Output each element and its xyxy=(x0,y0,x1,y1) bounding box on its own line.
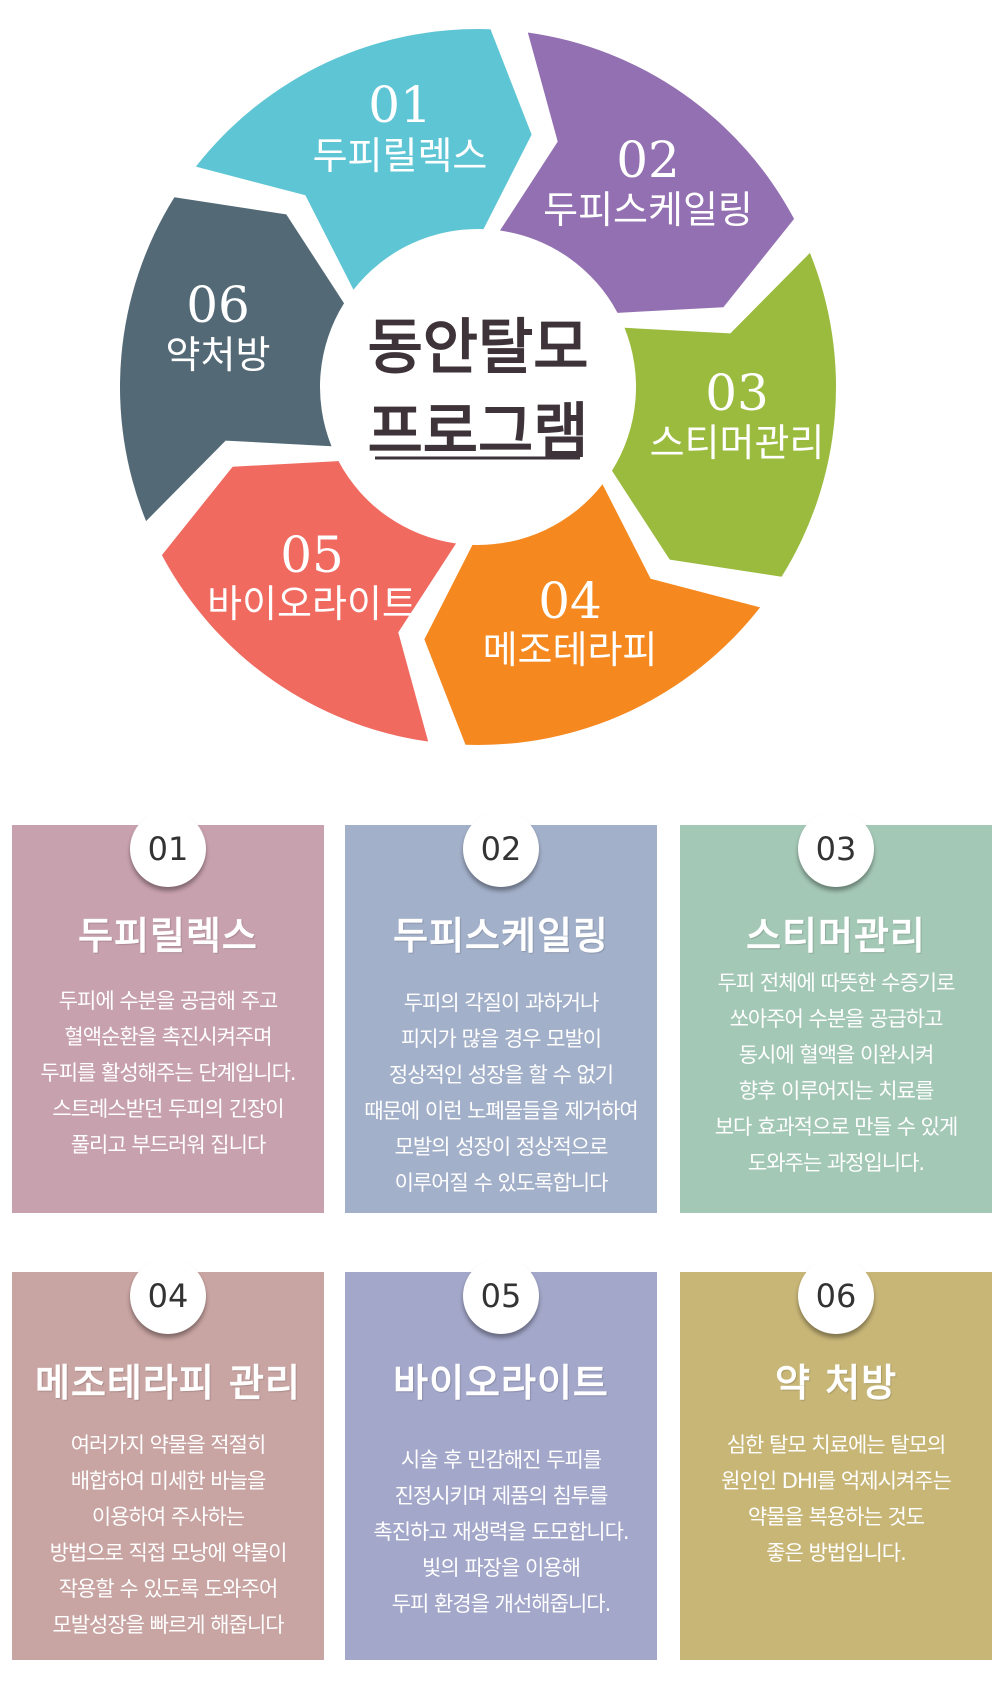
wheel-segment-label: 두피스케일링 xyxy=(543,188,753,232)
center-title-line2: 프로그램 xyxy=(368,397,589,467)
card-description-line: 배합하여 미세한 바늘을 xyxy=(70,1469,267,1493)
card-description-line: 약물을 복용하는 것도 xyxy=(747,1505,925,1529)
card-description-line: 빛의 파장을 이용해 xyxy=(422,1556,581,1580)
card-number-badge: 04 xyxy=(130,1258,206,1334)
card-description-line: 이용하여 주사하는 xyxy=(91,1505,245,1529)
card-description-line: 두피의 각질이 과하거나 xyxy=(403,991,600,1015)
card-description-line: 풀리고 부드러워 집니다 xyxy=(70,1133,267,1157)
wheel-segment-number: 03 xyxy=(705,364,769,422)
card-title: 바이오라이트 xyxy=(393,1361,609,1405)
wheel-segment-number: 06 xyxy=(186,276,250,334)
wheel-segment-02 xyxy=(499,32,795,313)
card-description-line: 촉진하고 재생력을 도모합니다. xyxy=(373,1520,629,1544)
card-description-line: 작용할 수 있도록 도와주어 xyxy=(58,1577,279,1601)
card-description-line: 때문에 이런 노폐물들을 제거하여 xyxy=(364,1099,639,1123)
card-number-badge: 06 xyxy=(798,1258,874,1334)
card-description-line: 원인인 DHI를 억제시켜주는 xyxy=(721,1469,952,1493)
card-title: 두피릴렉스 xyxy=(78,914,258,958)
card-description-line: 혈액순환을 촉진시켜주며 xyxy=(64,1025,272,1049)
card-number-badge: 03 xyxy=(798,811,874,887)
card-description-line: 두피를 활성해주는 단계입니다. xyxy=(40,1061,296,1085)
card-description-line: 좋은 방법입니다. xyxy=(766,1541,907,1565)
wheel-segment-05 xyxy=(161,461,457,742)
wheel-segment-06 xyxy=(120,197,345,522)
wheel-segment-04 xyxy=(424,484,761,745)
card-description-line: 쏘아주어 수분을 공급하고 xyxy=(729,1007,944,1031)
card-number-badge: 01 xyxy=(130,811,206,887)
wheel-segment-label: 바이오라이트 xyxy=(207,582,417,626)
card-description-line: 스트레스받던 두피의 긴장이 xyxy=(52,1097,284,1121)
card-description-line: 동시에 혈액을 이완시켜 xyxy=(738,1043,935,1067)
card-description-line: 진정시키며 제품의 침투를 xyxy=(394,1484,609,1508)
center-circle xyxy=(336,245,620,529)
card-description-line: 여러가지 약물을 적절히 xyxy=(70,1433,267,1457)
card-description-line: 방법으로 직접 모낭에 약물이 xyxy=(49,1541,288,1565)
card-number-badge: 05 xyxy=(463,1258,539,1334)
card-description-line: 모발의 성장이 정상적으로 xyxy=(394,1135,609,1159)
card-description-line: 두피 환경을 개선해줍니다. xyxy=(391,1592,612,1616)
card-description-line: 도와주는 과정입니다. xyxy=(747,1151,925,1175)
card-title: 약 처방 xyxy=(774,1361,898,1405)
card-title: 메조테라피 관리 xyxy=(35,1361,301,1405)
card-description-line: 모발성장을 빠르게 해줍니다 xyxy=(52,1613,284,1637)
wheel-segment-label: 약처방 xyxy=(166,333,271,377)
card-description-line: 시술 후 민감해진 두피를 xyxy=(400,1448,602,1472)
card-description-line: 이루어질 수 있도록합니다 xyxy=(394,1171,609,1195)
card-description-line: 두피 전체에 따뜻한 수증기로 xyxy=(717,971,956,995)
card-number-badge: 02 xyxy=(463,811,539,887)
card-description-line: 심한 탈모 치료에는 탈모의 xyxy=(726,1433,947,1457)
wheel-segment-label: 스티머관리 xyxy=(650,421,825,465)
card-title: 두피스케일링 xyxy=(393,914,609,958)
card-description-line: 향후 이루어지는 치료를 xyxy=(738,1079,935,1103)
wheel-segment-01 xyxy=(195,29,532,290)
card-description-line: 두피에 수분을 공급해 주고 xyxy=(58,989,279,1013)
wheel-segment-number: 04 xyxy=(538,572,602,630)
wheel-segment-number: 05 xyxy=(280,526,344,584)
card-description-line: 정상적인 성장을 할 수 없기 xyxy=(388,1063,614,1087)
card-description-line: 피지가 많을 경우 모발이 xyxy=(400,1027,602,1051)
wheel-segment-03 xyxy=(611,252,836,577)
card-title: 스티머관리 xyxy=(746,914,926,958)
wheel-segment-number: 01 xyxy=(368,76,432,134)
card-description-line: 보다 효과적으로 만들 수 있게 xyxy=(714,1115,959,1139)
wheel-segment-number: 02 xyxy=(616,131,680,189)
wheel-segment-label: 메조테라피 xyxy=(483,628,658,672)
center-title-line1: 동안탈모 xyxy=(368,313,589,383)
wheel-segment-label: 두피릴렉스 xyxy=(313,134,488,178)
